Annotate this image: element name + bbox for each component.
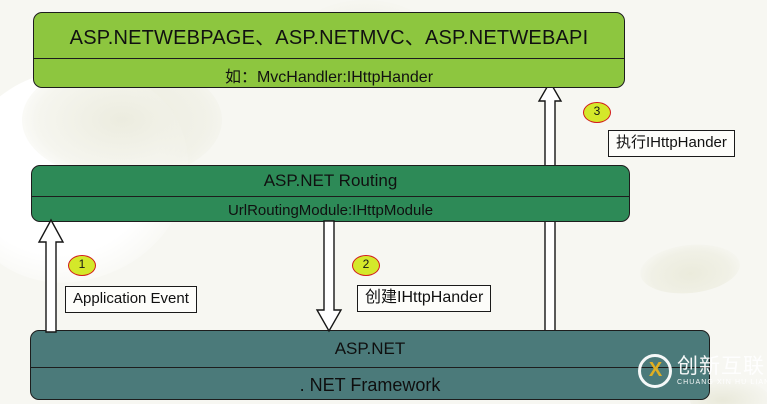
flow-arrow-2-create-handler xyxy=(315,220,343,333)
layer-box-routing: ASP.NET Routing UrlRoutingModule:IHttpMo… xyxy=(31,165,630,222)
layer-application-secondary-label: 如：MvcHandler:IHttpHander xyxy=(34,58,624,87)
layer-routing-secondary-label: UrlRoutingModule:IHttpModule xyxy=(32,196,629,221)
step-marker-1: 1 xyxy=(68,255,96,276)
callout-label-application-event: Application Event xyxy=(65,286,197,313)
layer-application-primary-label: ASP.NETWEBPAGE、ASP.NETMVC、ASP.NETWEBAPI xyxy=(69,27,589,49)
layer-box-framework: ASP.NET . NET Framework xyxy=(30,330,710,400)
callout-label-execute-handler: 执行IHttpHander xyxy=(608,130,735,157)
background-blob-watermark xyxy=(637,239,743,299)
step-marker-3: 3 xyxy=(583,102,611,123)
layer-framework-primary-label: ASP.NET xyxy=(334,339,406,358)
layer-box-application: ASP.NETWEBPAGE、ASP.NETMVC、ASP.NETWEBAPI … xyxy=(33,12,625,88)
step-marker-2: 2 xyxy=(352,255,380,276)
layer-routing-primary-label: ASP.NET Routing xyxy=(263,171,398,190)
layer-framework-secondary-label: . NET Framework xyxy=(31,367,709,399)
callout-label-create-handler: 创建IHttpHander xyxy=(357,285,492,312)
flow-arrow-1-application-event xyxy=(37,218,65,333)
